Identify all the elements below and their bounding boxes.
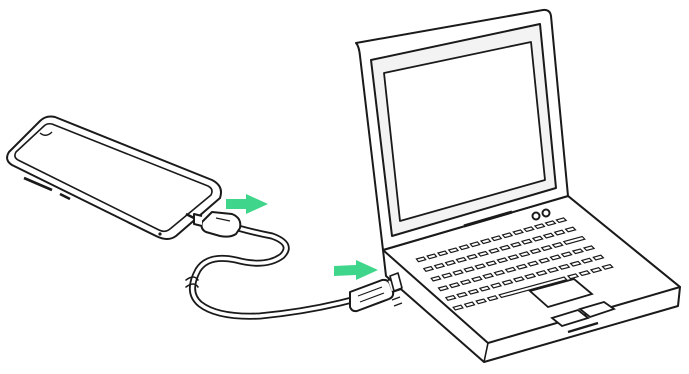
usb-type-c-plug-icon bbox=[194, 212, 240, 237]
laptop-indicator bbox=[533, 213, 540, 220]
smartphone-corner-detail bbox=[158, 232, 161, 235]
arrow-right-icon bbox=[334, 260, 378, 280]
laptop-icon bbox=[356, 10, 680, 362]
arrow-right-icon bbox=[226, 194, 268, 214]
smartphone-icon bbox=[7, 117, 221, 240]
usb-cable-icon bbox=[186, 228, 352, 316]
usb-cable-wire bbox=[192, 228, 352, 316]
laptop-indicator bbox=[543, 210, 550, 217]
